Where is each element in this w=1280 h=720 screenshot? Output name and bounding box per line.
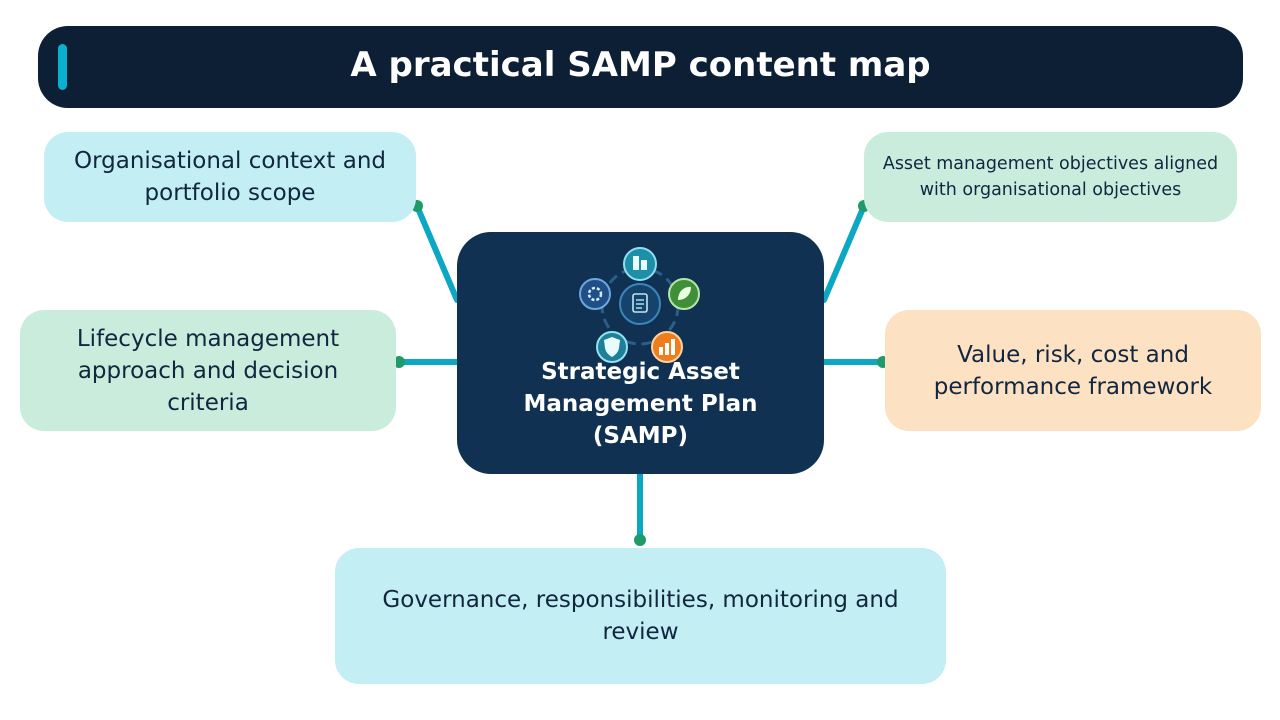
title-banner: A practical SAMP content map xyxy=(38,26,1243,108)
page-title: A practical SAMP content map xyxy=(350,45,931,85)
center-node-label-line-1: Strategic Asset xyxy=(541,359,740,385)
box-lifecycle-management: Lifecycle management approach and decisi… xyxy=(20,310,396,431)
center-node-label: Strategic Asset Management Plan (SAMP) xyxy=(457,356,824,452)
box-am-objectives-label: Asset management objectives aligned with… xyxy=(882,154,1219,200)
center-node-label-line-2: Management Plan xyxy=(523,391,758,417)
box-organisational-context-label: Organisational context and portfolio sco… xyxy=(73,148,387,206)
leaf-icon xyxy=(668,278,700,310)
box-value-risk-cost: Value, risk, cost and performance framew… xyxy=(885,310,1261,431)
center-icon-cluster xyxy=(579,247,700,363)
building-icon xyxy=(623,247,657,281)
clipboard-icon xyxy=(619,283,661,325)
box-organisational-context: Organisational context and portfolio sco… xyxy=(44,132,416,222)
connector-dot-bottom xyxy=(634,534,646,546)
box-governance-label: Governance, responsibilities, monitoring… xyxy=(382,587,899,645)
shield-icon xyxy=(596,331,628,363)
connector-top-right xyxy=(821,203,867,303)
gear-icon xyxy=(579,278,611,310)
title-accent-bar xyxy=(58,44,67,90)
box-governance: Governance, responsibilities, monitoring… xyxy=(335,548,946,684)
box-value-risk-cost-label: Value, risk, cost and performance framew… xyxy=(933,341,1213,400)
box-lifecycle-management-label: Lifecycle management approach and decisi… xyxy=(76,325,340,416)
center-node-samp: Strategic Asset Management Plan (SAMP) xyxy=(457,232,824,474)
connector-dot-mid-left xyxy=(393,356,405,368)
box-am-objectives: Asset management objectives aligned with… xyxy=(864,132,1237,222)
chart-icon xyxy=(651,331,683,363)
connector-top-left xyxy=(414,203,460,303)
center-node-label-line-3: (SAMP) xyxy=(592,423,689,449)
